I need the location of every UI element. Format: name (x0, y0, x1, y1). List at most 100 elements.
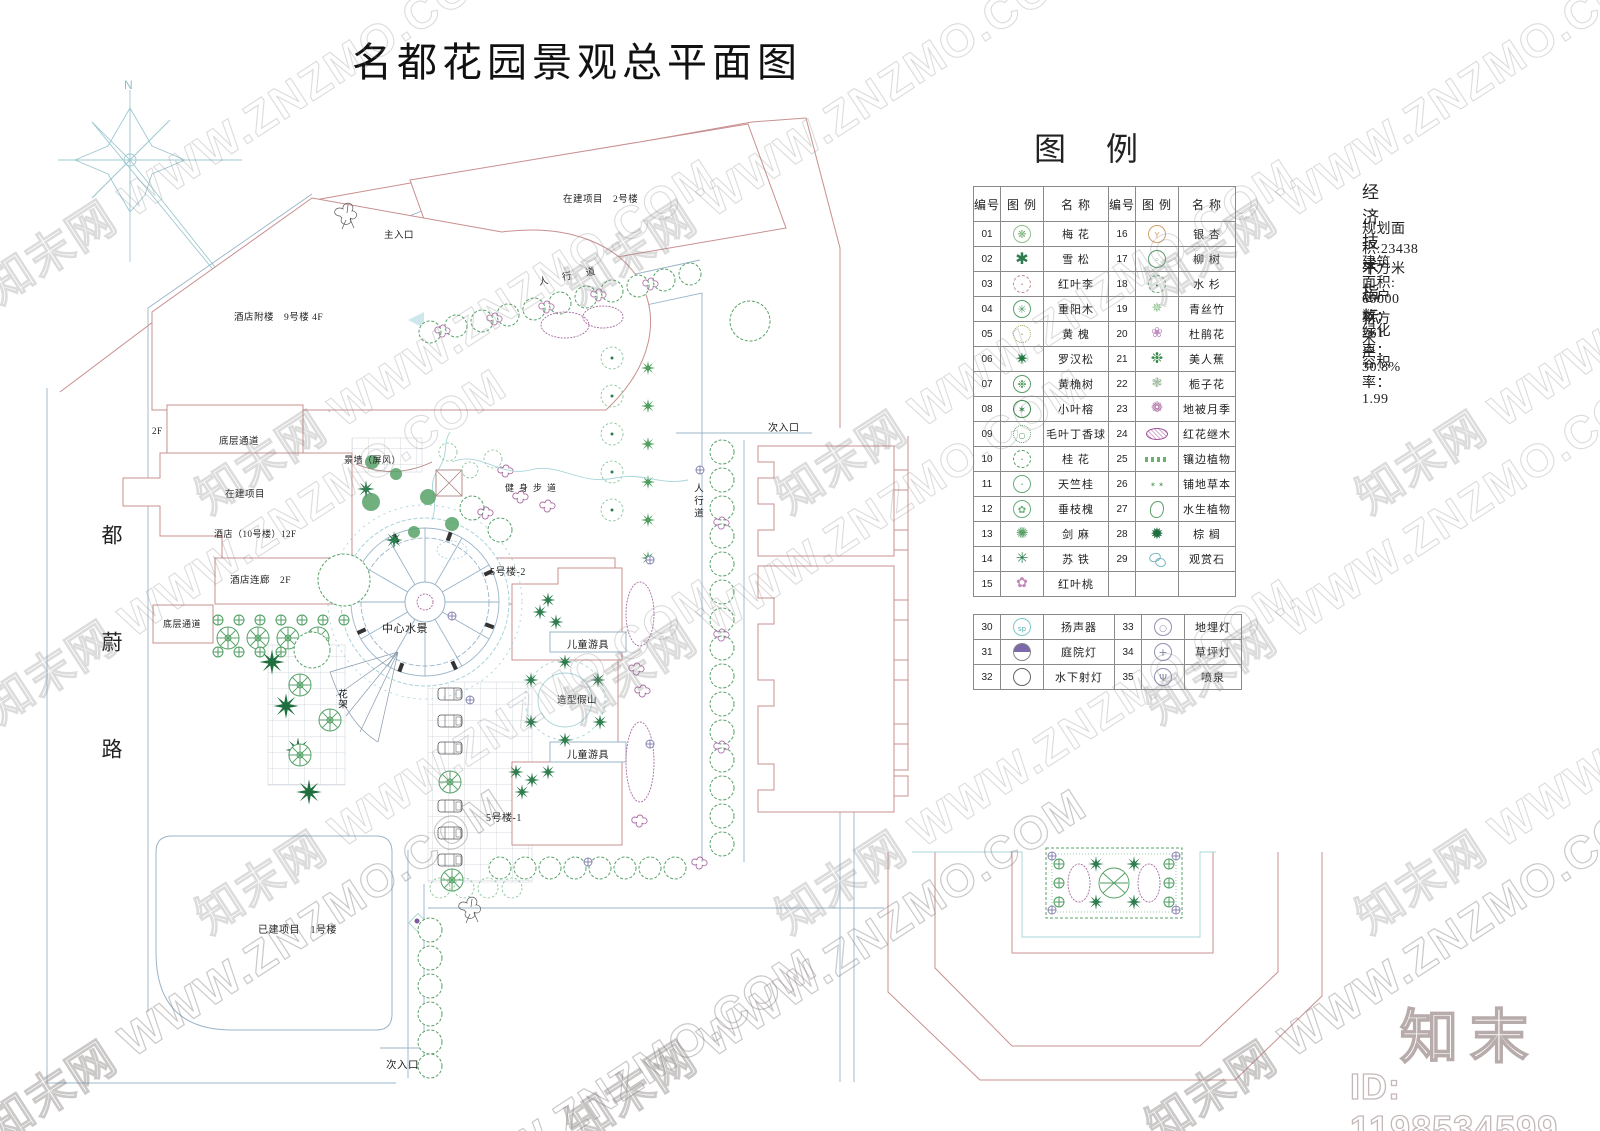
legend-row: 32水下射灯35喷泉 (973, 664, 1242, 690)
building5-2-label: 5号楼-2 (490, 567, 526, 578)
legend-header-row: 编号 图 例 名 称 编号 图 例 名 称 (973, 186, 1236, 222)
under-construction-label: 在建项目 (225, 490, 266, 500)
fixture-symbol-icon (1013, 643, 1031, 661)
plant-symbol-icon (1013, 475, 1031, 493)
fixture-symbol-icon (1013, 668, 1031, 686)
econ-line: 建筑面积: 60000 平方米 (1362, 256, 1400, 347)
fixture-symbol-icon (1013, 618, 1031, 636)
plant-symbol-icon (1148, 400, 1166, 418)
plant-symbol-icon (1013, 525, 1031, 543)
col-sym: 图 例 (1000, 186, 1044, 222)
fitness-trail-label: 健身步道 (505, 483, 562, 493)
legend-table-plants: 编号 图 例 名 称 编号 图 例 名 称 01梅 花16银 杏 02雪 松17… (973, 186, 1236, 597)
legend-row: 30扬声器33地埋灯 (973, 614, 1242, 640)
legend-row: 15红叶桃 (973, 571, 1236, 597)
econ-title: 经济技术指标 (1362, 183, 1381, 327)
col-sym: 图 例 (1135, 186, 1179, 222)
buildings (122, 123, 909, 1031)
scenery-wall-label: 景墙（屏风） (344, 455, 402, 465)
plant-symbol-icon (1145, 456, 1169, 462)
compass-north-label: N (124, 78, 133, 92)
plant-symbol-icon (1013, 225, 1031, 243)
legend-row: 09毛叶丁香球24红花继木 (973, 421, 1236, 447)
kids-area1-label: 儿童游具 (567, 640, 609, 651)
plant-symbol-icon (1148, 525, 1166, 543)
plant-symbol-icon (1150, 500, 1164, 518)
legend-row: 11天竺桂26铺地草本 (973, 471, 1236, 497)
plant-symbol-icon (1148, 225, 1166, 243)
hotel10-label: 酒店（10号楼）12F (214, 529, 297, 539)
fixture-symbol-icon (1154, 618, 1172, 636)
plant-symbol-icon (1145, 475, 1169, 493)
plant-symbol-icon (1013, 550, 1031, 568)
sub-entrance-bottom-label: 次入口 (386, 1060, 419, 1071)
plant-symbol-icon (1148, 575, 1166, 593)
building5-1-label: 5号楼-1 (486, 813, 522, 824)
legend-row: 07黄桷树22栀子花 (973, 371, 1236, 397)
plant-symbol-icon (1148, 275, 1166, 293)
sub-entrance-right-label: 次入口 (768, 423, 800, 434)
plant-symbol-icon (1148, 300, 1166, 318)
rockery-label: 造型假山 (557, 696, 598, 706)
main-entrance-label: 主入口 (384, 231, 415, 241)
plant-symbol-icon (1013, 450, 1031, 468)
passage1-label: 底层通道 (219, 437, 260, 447)
plant-symbol-icon (1148, 250, 1166, 268)
central-plaza (327, 431, 523, 700)
legend-row: 02雪 松17柳 树 (973, 246, 1236, 272)
econ-line: 容积率： 1.99 (1362, 356, 1391, 407)
econ-line: 规划面积:23438平方米 (1362, 222, 1419, 277)
znzmo-logo: 知末 (1399, 1004, 1541, 1071)
built1-label: 已建项目 1号楼 (258, 925, 337, 936)
building2-label: 在建项目 2号楼 (563, 195, 639, 205)
plant-symbol-icon (1013, 250, 1031, 268)
legend-row: 04重阳木19青丝竹 (973, 296, 1236, 322)
plant-symbol-icon (1148, 325, 1166, 343)
legend-row: 31庭院灯34草坪灯 (973, 639, 1242, 665)
legend-row: 08小叶榕23地被月季 (973, 396, 1236, 422)
pergola-label: 花架 (336, 689, 346, 709)
center-water-label: 中心水景 (382, 623, 428, 635)
plant-symbol-icon (1013, 425, 1031, 443)
passage2-label: 底层通道 (163, 619, 202, 629)
legend-row: 06罗汉松21美人蕉 (973, 346, 1236, 372)
plant-symbol-icon (1148, 375, 1166, 393)
detail-plan (887, 847, 1323, 1081)
road-name-label: 都蔚路 (99, 524, 123, 845)
legend-row: 01梅 花16银 杏 (973, 221, 1236, 247)
sheet-title: 名都花园景观总平面图 (352, 40, 802, 85)
plant-symbol-icon (1148, 550, 1166, 568)
legend-row: 03红叶李18水 杉 (973, 271, 1236, 297)
plant-symbol-icon (1013, 325, 1031, 343)
col-no: 编号 (973, 186, 1001, 222)
rockery-circle (523, 654, 608, 748)
legend-row: 12垂枝槐27水生植物 (973, 496, 1236, 522)
kids-area2-label: 儿童游具 (567, 750, 609, 761)
plant-symbol-icon (1013, 500, 1031, 518)
plant-symbol-icon (1148, 350, 1166, 368)
plant-symbol-icon (1013, 375, 1031, 393)
col-no: 编号 (1108, 186, 1136, 222)
corridor-label: 酒店连廊 2F (230, 576, 292, 586)
building9-label: 酒店附楼 9号楼 4F (234, 313, 324, 323)
fixture-symbol-icon (1154, 668, 1172, 686)
econ-line: 总户数： 261户 (1362, 290, 1391, 361)
image-id-label: ID: 1198534599 (1349, 1065, 1559, 1131)
legend-row: 13剑 麻28棕 榈 (973, 521, 1236, 547)
legend-title: 图 例 (1034, 131, 1155, 167)
plant-symbol-icon (1146, 428, 1168, 441)
fixture-symbol-icon (1154, 643, 1172, 661)
col-name: 名 称 (1178, 186, 1236, 222)
legend-table-fixtures: 30扬声器33地埋灯 31庭院灯34草坪灯 32水下射灯35喷泉 (973, 614, 1242, 690)
econ-line: 绿化率： 30.8% (1362, 324, 1401, 375)
col-name: 名 称 (1043, 186, 1109, 222)
legend-row: 05黄 槐20杜鹃花 (973, 321, 1236, 347)
floor2-label: 2F (152, 426, 163, 436)
plant-symbol-icon (1013, 400, 1031, 418)
trees-layer (212, 262, 771, 1079)
plant-symbol-icon (1013, 575, 1031, 593)
